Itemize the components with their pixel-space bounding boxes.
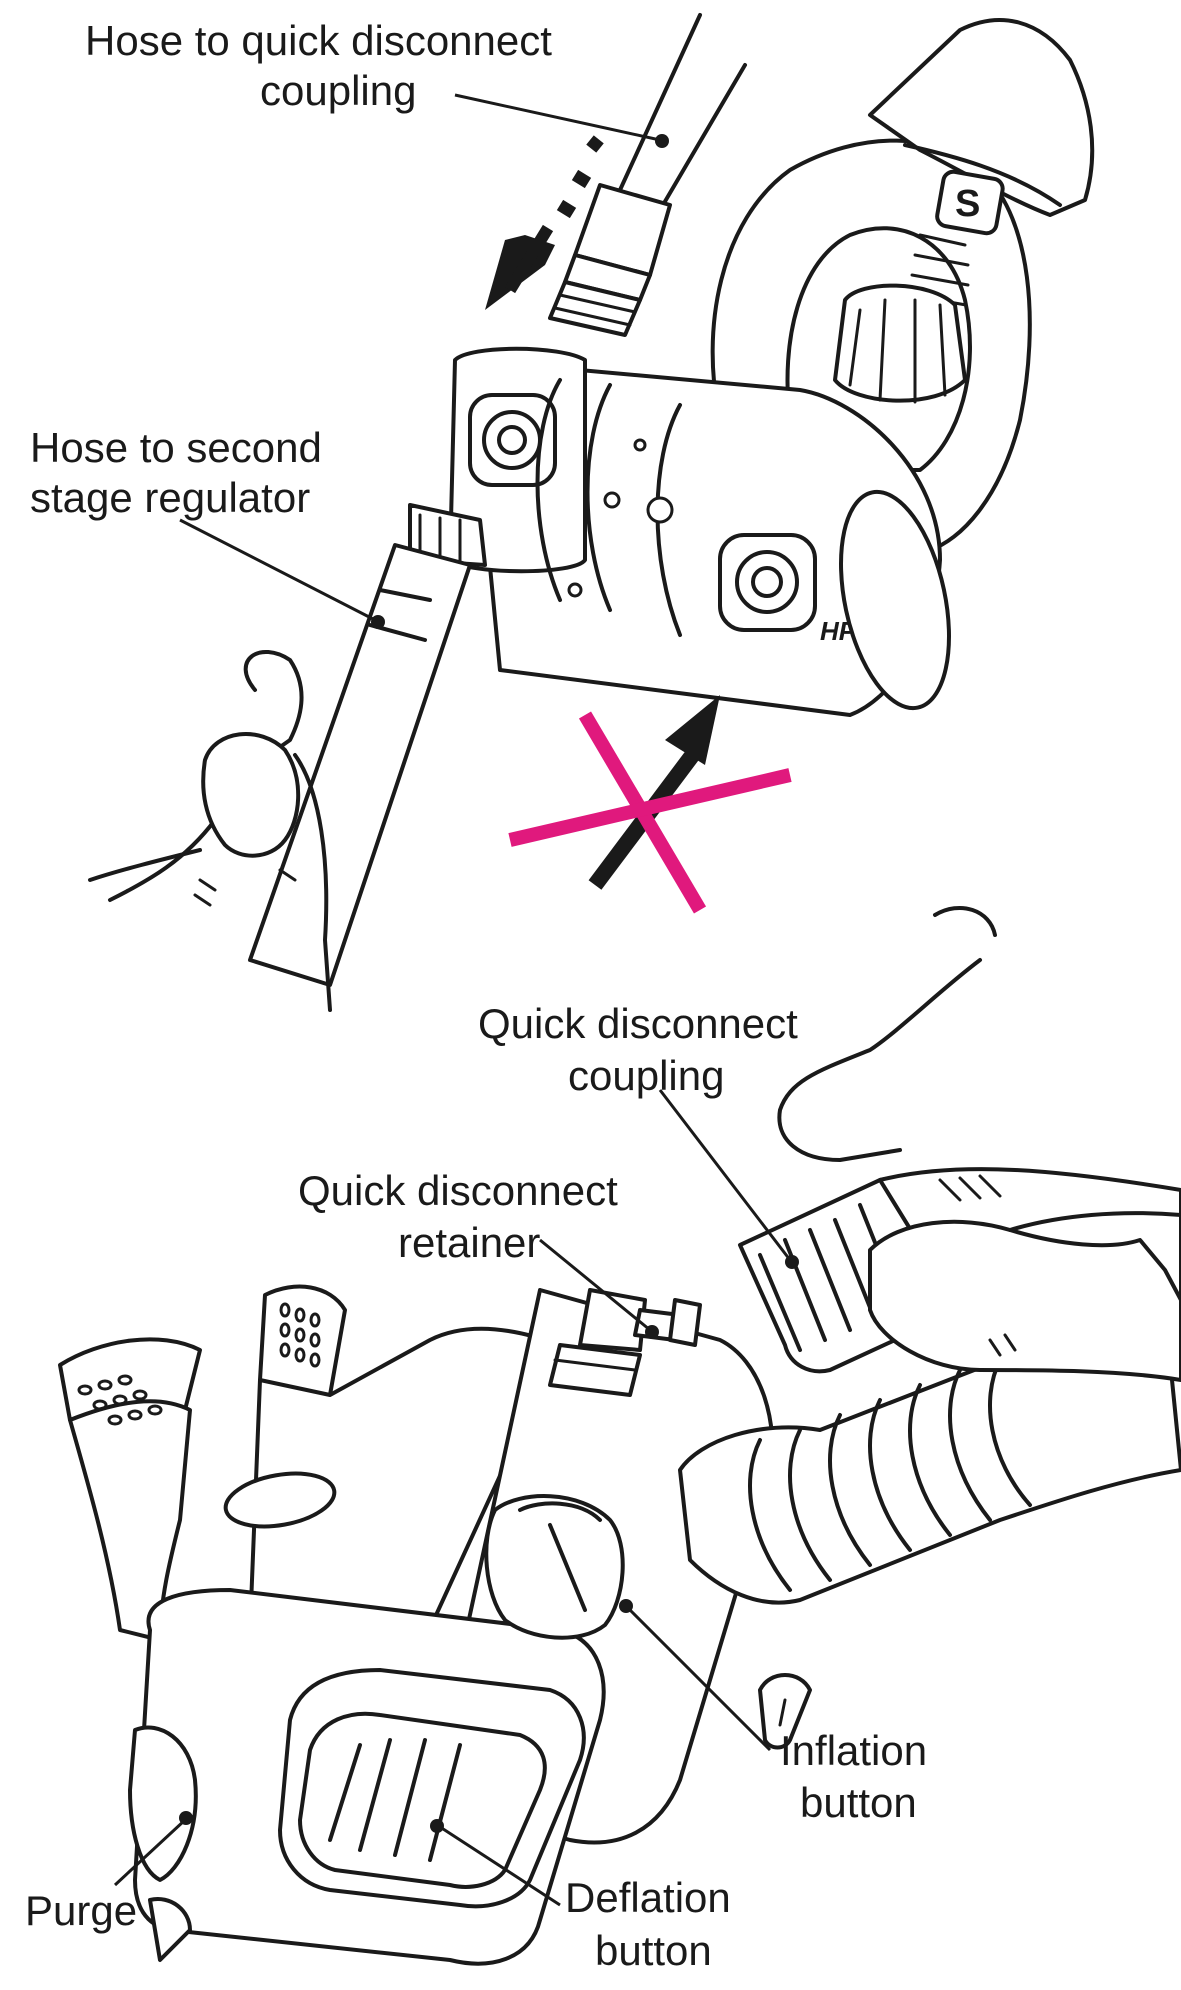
label-purge: Purge (25, 1887, 137, 1934)
label-inflation-line1: Inflation (780, 1727, 927, 1774)
hand-bottom (777, 905, 1181, 1382)
hose-quick-disconnect (548, 13, 747, 337)
first-stage-regulator: S HP (248, 18, 1095, 987)
label-inflation-line2: button (800, 1779, 917, 1826)
label-deflation-line2: button (595, 1927, 712, 1974)
label-qd-coupling-line2: coupling (568, 1052, 724, 1099)
label-hose-second-line2: stage regulator (30, 474, 310, 521)
label-hose-qd-line2: coupling (260, 67, 416, 114)
flap-dots (77, 1302, 321, 1426)
arrow-down-left-icon (485, 135, 604, 310)
callout-labels: Hose to quick disconnect coupling Hose t… (25, 17, 927, 1974)
label-qd-retainer-line1: Quick disconnect (298, 1167, 618, 1214)
inflator-assembly (58, 1167, 1181, 1966)
label-qd-coupling-line1: Quick disconnect (478, 1000, 798, 1047)
hand-top (88, 649, 332, 1012)
label-qd-retainer-line2: retainer (398, 1219, 540, 1266)
label-hose-qd-line1: Hose to quick disconnect (85, 17, 552, 64)
label-hose-second-line1: Hose to second (30, 424, 322, 471)
label-deflation-line1: Deflation (565, 1874, 731, 1921)
x-mark-icon (508, 711, 792, 914)
brand-mark: S (955, 183, 980, 225)
leader-lines (113, 93, 799, 1907)
